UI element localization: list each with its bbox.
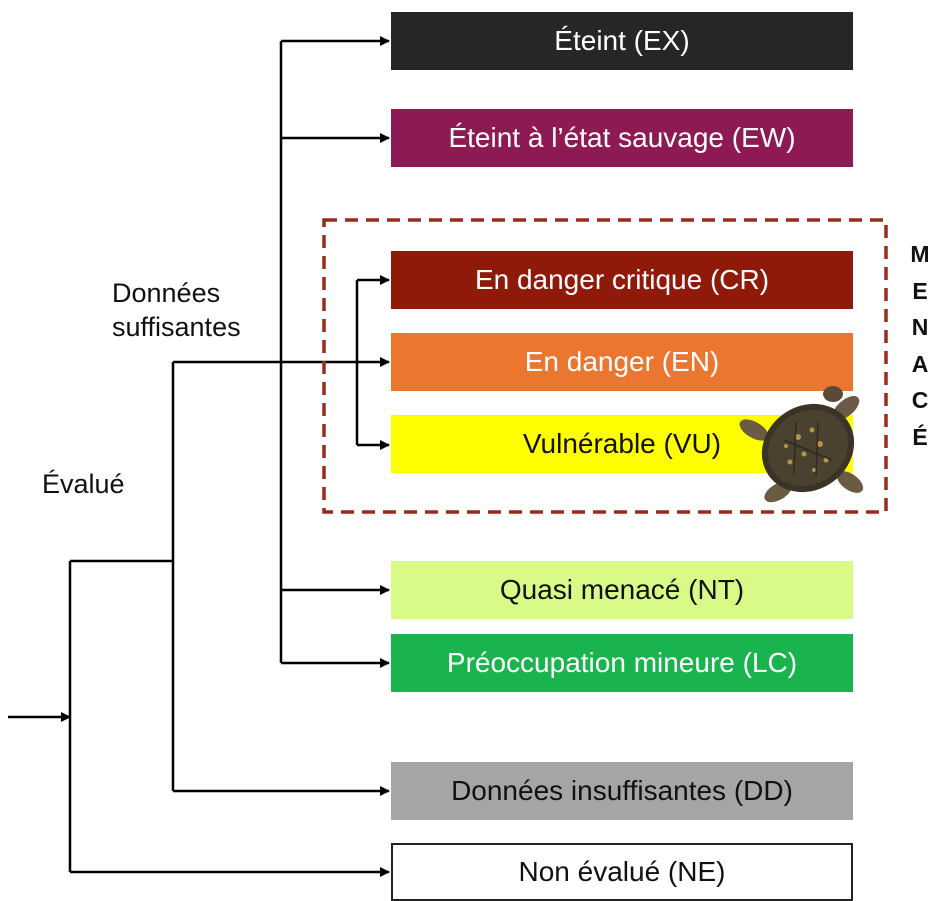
category-dd: Données insuffisantes (DD)	[391, 762, 853, 820]
category-nt-label: Quasi menacé (NT)	[499, 574, 745, 605]
category-ex-label: Éteint (EX)	[554, 25, 690, 56]
threatened-letter: M	[910, 241, 930, 267]
category-ne-label: Non évalué (NE)	[518, 856, 726, 887]
category-cr: En danger critique (CR)	[391, 251, 853, 309]
label-donnees-line2: suffisantes	[112, 312, 241, 342]
label-evalue: Évalué	[42, 469, 125, 499]
threatened-letter: É	[912, 423, 928, 450]
threatened-letter: N	[911, 314, 929, 340]
threatened-letter: A	[911, 350, 929, 377]
category-dd-label: Données insuffisantes (DD)	[451, 775, 793, 806]
turtle-icon	[739, 386, 864, 503]
category-cr-label: En danger critique (CR)	[474, 264, 770, 295]
category-lc: Préoccupation mineure (LC)	[391, 634, 853, 692]
label-donnees-suffisantes: Données suffisantes	[112, 276, 241, 344]
category-en-label: En danger (EN)	[524, 346, 720, 377]
label-donnees-line1: Données	[112, 278, 221, 308]
threatened-box	[322, 218, 888, 514]
category-en: En danger (EN)	[391, 333, 853, 391]
threatened-letter: E	[912, 277, 928, 304]
category-ne: Non évalué (NE)	[391, 843, 853, 901]
category-vu-label: Vulnérable (VU)	[522, 428, 722, 459]
category-ew: Éteint à l’état sauvage (EW)	[391, 109, 853, 167]
category-ew-label: Éteint à l’état sauvage (EW)	[448, 122, 796, 153]
category-nt: Quasi menacé (NT)	[391, 561, 853, 619]
threatened-vertical-label: M E N A C É	[903, 236, 937, 455]
category-lc-label: Préoccupation mineure (LC)	[446, 647, 798, 678]
category-ex: Éteint (EX)	[391, 12, 853, 70]
threatened-letter: C	[911, 387, 929, 413]
